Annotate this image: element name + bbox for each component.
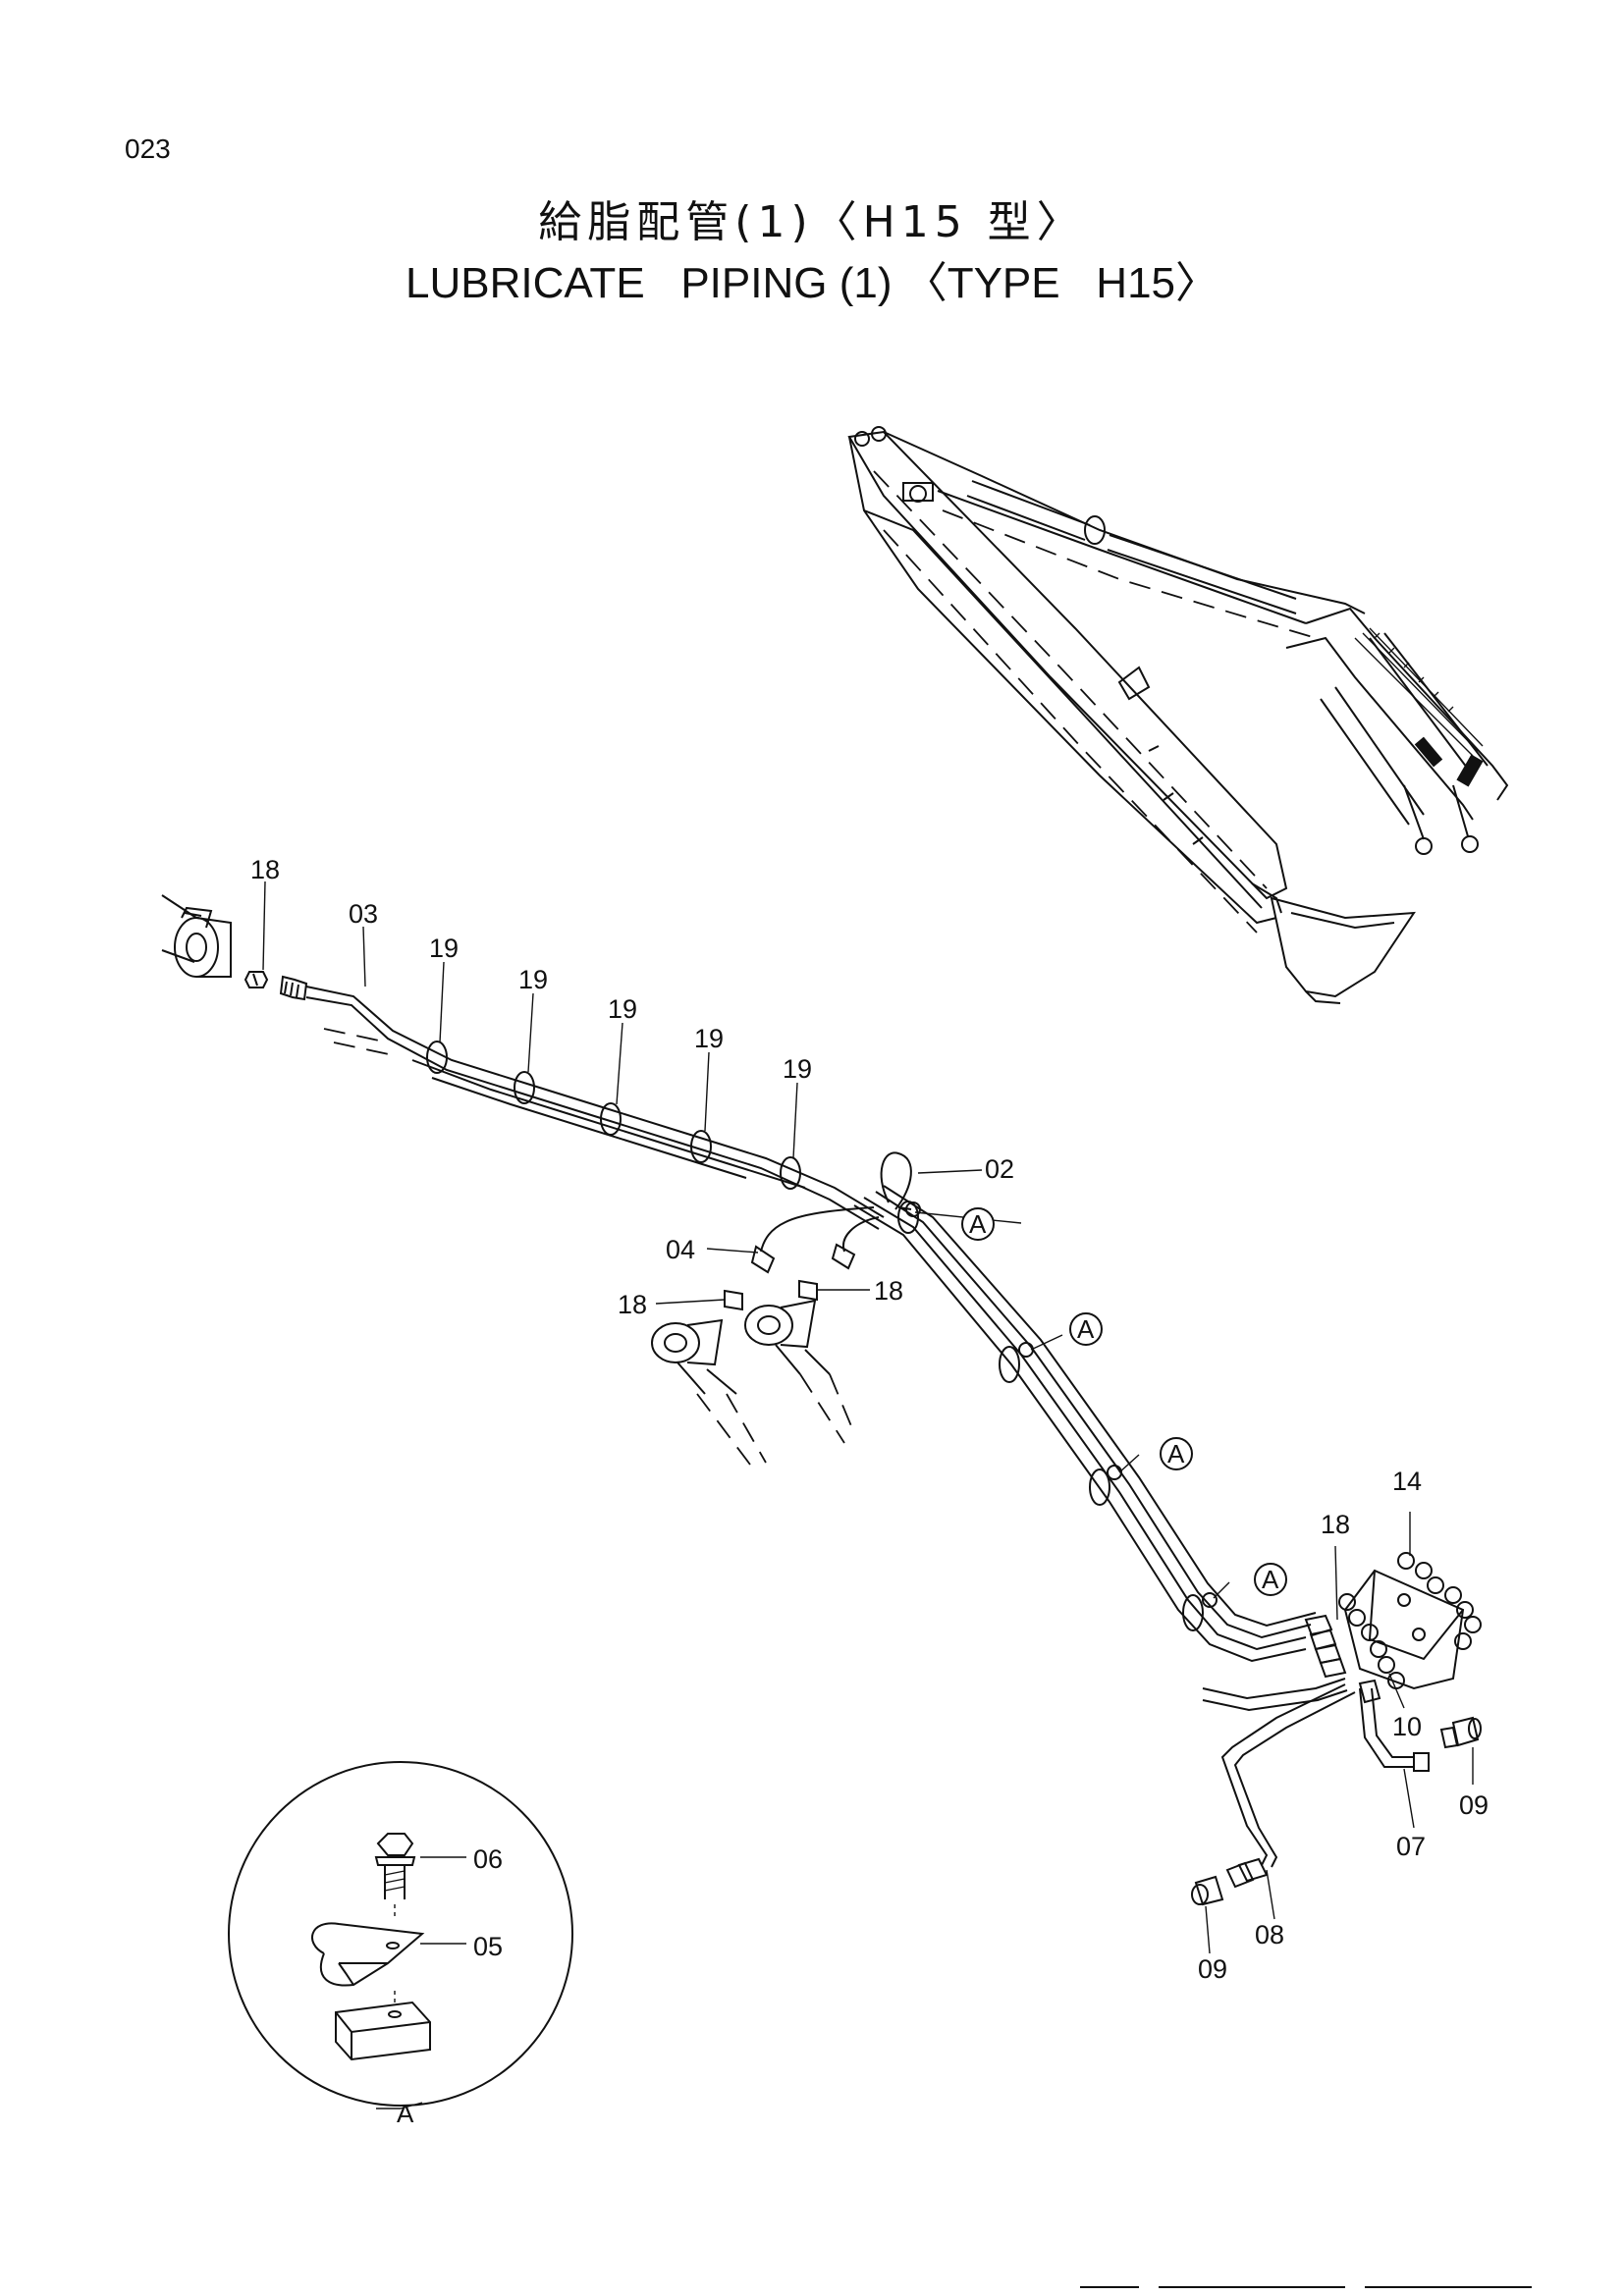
pin-boss-left (161, 894, 232, 978)
callout-18: 18 (618, 1290, 647, 1319)
callout-19: 19 (694, 1024, 724, 1053)
callout-09: 09 (1198, 1954, 1227, 1984)
callout-10: 10 (1392, 1712, 1422, 1741)
reference-markers: A A A A (961, 1207, 1287, 1596)
callout-labels: 18 03 19 19 19 19 19 02 04 18 18 14 18 1… (250, 855, 1489, 1984)
reference-a-marker: A (1167, 1439, 1185, 1468)
callout-03: 03 (349, 899, 378, 929)
callout-19: 19 (518, 965, 548, 994)
detail-view-a: A (228, 1761, 573, 2128)
title-japanese: 給脂配管(1)〈H15 型〉 (538, 197, 1086, 247)
grease-fitting-18-left (244, 971, 269, 988)
callout-09: 09 (1459, 1790, 1489, 1820)
callout-02: 02 (985, 1154, 1014, 1184)
title-english: LUBRICATE PIPING (1) 〈TYPE H15〉 (405, 259, 1219, 307)
cylinder-eyes (651, 1299, 855, 1473)
callout-18: 18 (250, 855, 280, 884)
callout-14: 14 (1392, 1467, 1422, 1496)
page-number: 023 (125, 133, 171, 164)
callout-18: 18 (1321, 1510, 1350, 1539)
callout-18: 18 (874, 1276, 903, 1306)
callout-04: 04 (666, 1235, 695, 1264)
callout-06: 06 (473, 1844, 503, 1874)
callout-19: 19 (783, 1054, 812, 1084)
distribution-manifold (1338, 1552, 1482, 1749)
clamps-19 (426, 1041, 801, 1190)
end-caps (1191, 1857, 1269, 1906)
callout-07: 07 (1396, 1832, 1426, 1861)
boom-arm-overview (847, 426, 1509, 1004)
reference-a-marker: A (1262, 1565, 1279, 1594)
lubrication-piping (161, 894, 1430, 1868)
detail-view-label: A (397, 2099, 414, 2128)
callout-19: 19 (429, 934, 459, 963)
fittings-14 (1338, 1552, 1482, 1689)
callout-05: 05 (473, 1932, 503, 1961)
reference-a-marker: A (969, 1209, 987, 1239)
reference-a-marker: A (1077, 1314, 1095, 1344)
callout-19: 19 (608, 994, 637, 1024)
callout-08: 08 (1255, 1920, 1284, 1949)
leader-lines (262, 881, 1474, 1954)
